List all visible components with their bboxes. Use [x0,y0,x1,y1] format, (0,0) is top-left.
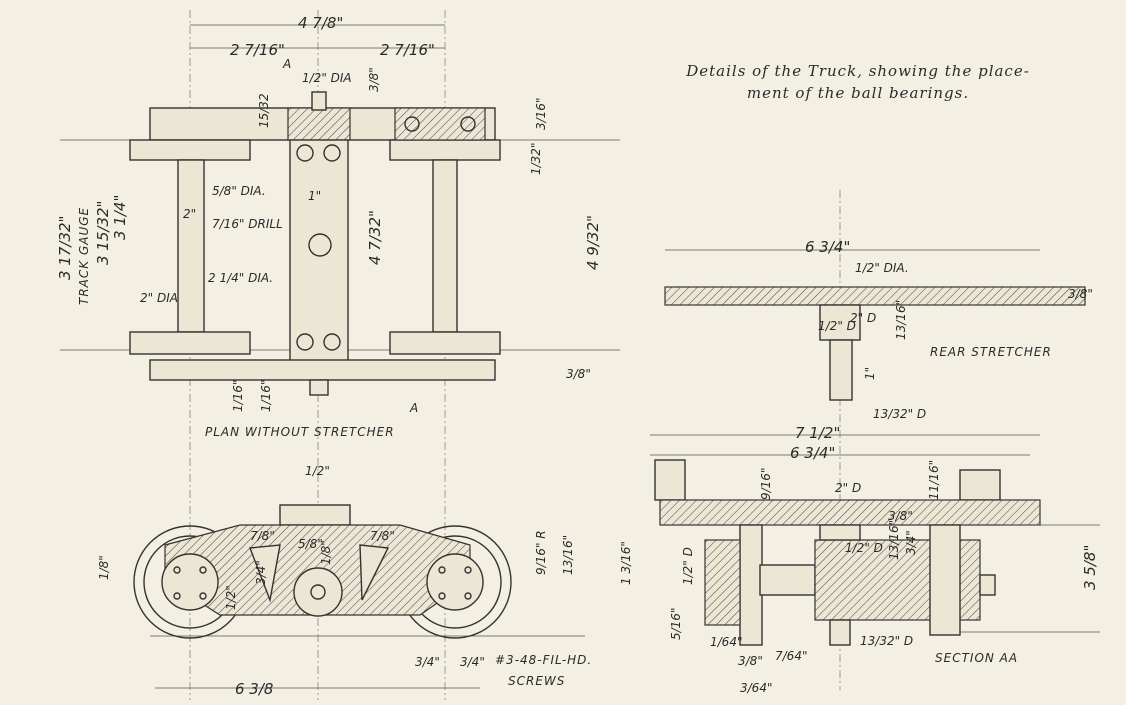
ball-bearing-section [394,107,486,141]
figure-caption: Details of the Truck, showing the place-… [668,60,1048,104]
label: 6 3/8 [235,680,273,698]
label: 3/8" [367,67,381,92]
rear-stretcher-title: REAR STRETCHER [930,345,1052,359]
label: 1/2" D [818,319,856,333]
label: 5/8" [298,537,323,551]
label: 6 3/4" [790,444,835,462]
label: 7 1/2" [795,424,840,442]
screws-note-line1: #3-48-FIL-HD. [495,653,592,667]
label: 3 17/32" [56,216,74,280]
left-axle [177,159,205,333]
label: 3/4" [904,530,918,555]
label: 4 7/8" [298,14,343,32]
label: 3/8" [1068,287,1093,301]
right-bottom-wheel-flange [389,331,501,355]
label: 7/64" [775,649,807,663]
label: 2" DIA [140,291,178,305]
label: 2" D [850,311,876,325]
label: 5/16" [669,608,683,640]
label: 1/2" DIA [302,71,352,85]
label: 3/64" [740,681,772,695]
label: 3/4" [460,655,485,669]
plan-title: PLAN WITHOUT STRETCHER [205,425,395,439]
stretcher-pin [829,339,853,401]
bolster-section-top [287,107,351,141]
dimension-labels: 4 7/8" 2 7/16" 2 7/16" A A 1/2" DIA 3/8"… [56,14,1099,698]
label: 6 3/4" [805,238,850,256]
label: 2 1/4" DIA. [208,271,273,285]
label: 7/16" DRILL [212,217,283,231]
rear-stretcher-view [664,190,1086,690]
label: A [409,401,418,415]
label: 1 3/16" [619,541,633,585]
label: 3/8" [566,367,591,381]
label: 13/16" [887,520,901,560]
label: 1/16" [231,380,245,412]
label: 3 15/32" [94,201,112,265]
bolster-top [279,504,351,526]
section-plank [659,499,1041,526]
label: 1" [308,189,321,203]
bolster [289,139,349,363]
label: 13/16" [561,535,575,575]
left-bottom-wheel-flange [129,331,251,355]
label: A [282,57,291,71]
label: 1/2" D [681,547,695,585]
right-top-wheel-flange [389,139,501,161]
label: 4 7/32" [366,210,384,265]
label: 3/8" [738,654,763,668]
label: 3/4" [254,560,268,585]
label: 13/16" [894,300,908,340]
label: 1/8" [97,555,111,580]
section-aa-view [650,434,1100,646]
label: 1/16" [259,380,273,412]
bottom-side-frame [149,359,496,381]
label: 1/64" [710,635,742,649]
drill-hole [308,233,332,257]
axle-section [759,564,816,596]
label: 13/32" D [860,634,913,648]
plan-view [60,10,620,700]
label: 13/32" D [873,407,926,421]
right-axle [432,159,458,333]
label: 7/8" [250,529,275,543]
label: 1/2" [224,585,238,610]
label: 1/2" D [845,541,883,555]
label: 3/16" [534,98,548,130]
caption-line-2: ment of the ball bearings. [746,84,970,102]
label: 2 7/16" [380,41,435,59]
label: 1/2" DIA. [855,261,909,275]
label: 1/32" [529,143,543,175]
label: 11/16" [927,460,941,500]
screws-note-line2: SCREWS [508,674,565,688]
label: 1/2" [305,464,330,478]
caption-line-1: Details of the Truck, showing the place- [686,62,1030,80]
center-pivot [293,567,343,617]
track-gauge-label: TRACK GAUGE [77,207,91,305]
label: 3/8" [888,509,913,523]
label: 1/8" [319,540,333,565]
label: 15/32 [257,93,271,128]
label: 4 9/32" [584,215,602,270]
section-aa-title: SECTION AA [935,651,1018,665]
label: 3/4" [415,655,440,669]
label: 1" [863,367,877,380]
label: 2 7/16" [230,41,285,59]
label: 3 5/8" [1081,545,1099,590]
wheel-section-left [739,524,763,646]
label: 7/8" [370,529,395,543]
left-top-wheel-flange [129,139,251,161]
label: 2" [183,207,196,221]
label: 5/8" DIA. [212,184,266,198]
side-view [133,504,585,689]
label: 9/16" [759,468,773,500]
label: 2" D [835,481,861,495]
label: 9/16" R [534,530,548,575]
label: 3 1/4" [111,195,129,240]
bearing-left [704,539,741,626]
stretcher-plank [664,286,1086,306]
